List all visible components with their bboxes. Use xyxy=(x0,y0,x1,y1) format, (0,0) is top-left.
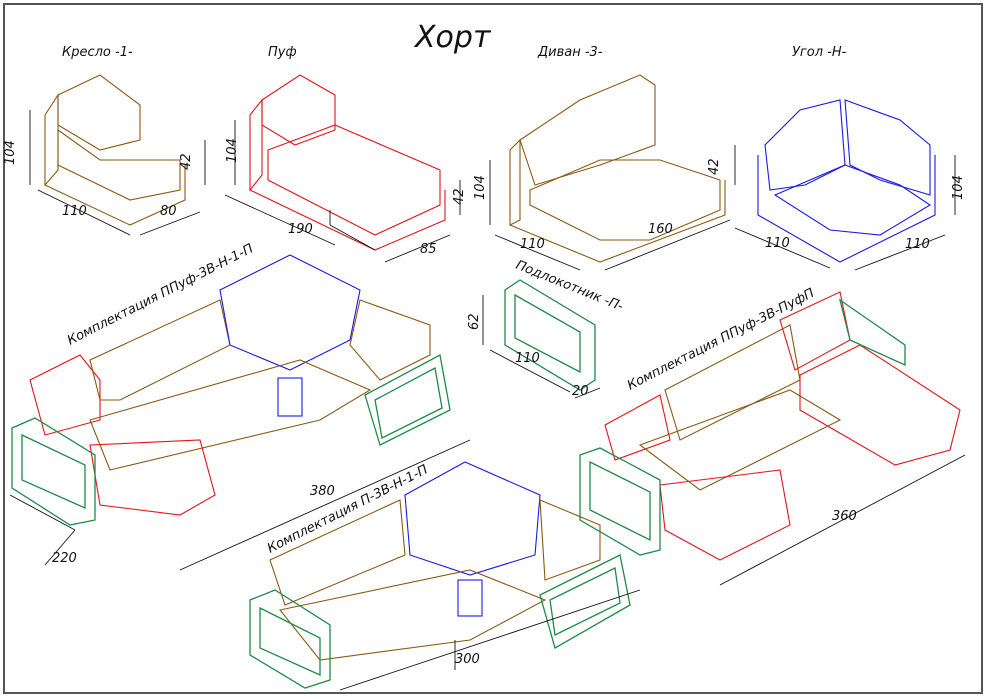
label-kreslo: Кресло -1- xyxy=(62,45,133,60)
dims-podlokotnik xyxy=(482,295,601,399)
dim-divan-seat: 42 xyxy=(707,158,722,175)
dim-puf-seat: 42 xyxy=(452,188,467,205)
dims-divan xyxy=(489,145,736,271)
module-podlokotnik xyxy=(504,279,596,391)
dim-puf-depth: 85 xyxy=(420,242,437,257)
dim-ugol-left: 110 xyxy=(765,236,790,251)
module-puf xyxy=(249,74,446,251)
module-ugol xyxy=(757,99,936,263)
label-set3: Комплектация ППуф-3В-ПуфП xyxy=(625,286,817,394)
dims-set2 xyxy=(339,589,641,691)
dim-kreslo-width: 110 xyxy=(62,204,87,219)
dim-podlokotnik-length: 110 xyxy=(515,351,540,366)
dims-set3 xyxy=(719,454,966,586)
dim-puf-height: 104 xyxy=(225,138,240,163)
dim-ugol-right: 110 xyxy=(905,237,930,252)
dim-set1-length: 380 xyxy=(310,484,335,499)
dim-set1-depth: 220 xyxy=(52,551,77,566)
dim-ugol-height: 104 xyxy=(951,175,966,200)
module-kreslo xyxy=(44,74,186,226)
label-puf: Пуф xyxy=(268,45,297,60)
dim-puf-length: 190 xyxy=(288,222,313,237)
label-ugol: Угол -Н- xyxy=(792,45,847,60)
dims-set1 xyxy=(9,439,471,571)
dim-set2-length: 300 xyxy=(455,652,480,667)
dim-divan-width: 160 xyxy=(648,222,673,237)
sheet-frame xyxy=(3,3,983,694)
dim-divan-height: 104 xyxy=(473,175,488,200)
label-divan: Диван -3- xyxy=(537,45,603,60)
set2-assembly xyxy=(249,461,631,689)
dim-set3-length: 360 xyxy=(832,509,857,524)
dim-kreslo-seat: 42 xyxy=(179,153,194,170)
dim-kreslo-depth: 80 xyxy=(160,204,177,219)
set3-assembly xyxy=(579,291,961,561)
dim-divan-depth: 110 xyxy=(520,237,545,252)
dim-podlokotnik-height: 62 xyxy=(467,313,482,330)
dim-kreslo-height: 104 xyxy=(3,140,18,165)
set1-assembly xyxy=(11,254,451,526)
dims-kreslo xyxy=(29,110,206,236)
page-title: Хорт xyxy=(413,20,492,55)
dim-podlokotnik-width: 20 xyxy=(572,384,589,399)
module-divan xyxy=(509,74,726,263)
dims-puf xyxy=(224,120,461,263)
dims-ugol xyxy=(734,155,956,271)
